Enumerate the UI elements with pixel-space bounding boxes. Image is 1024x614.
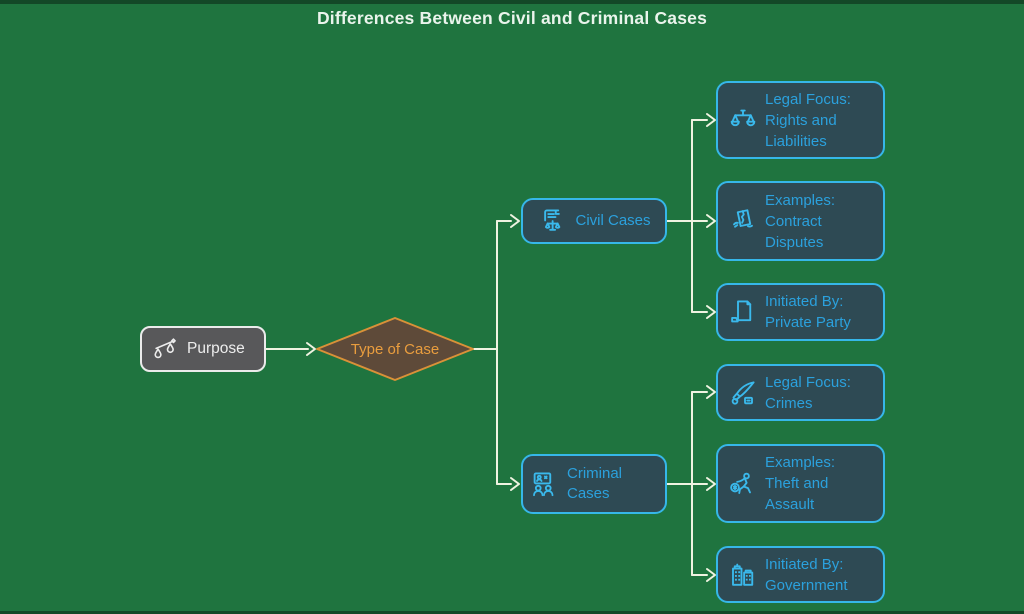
arrowhead-into-leaf-5: [706, 477, 716, 491]
branch-node-civil-cases: Civil Cases: [521, 198, 667, 244]
decision-node-type-of-case: Type of Case: [350, 340, 440, 358]
arrowhead-into-leaf-3: [706, 305, 716, 319]
branch-node-label: Criminal Cases: [567, 465, 623, 502]
arrowhead-into-decision: [306, 342, 316, 356]
tilted-scales-icon: [152, 336, 178, 362]
branch-node-criminal-cases: Criminal Cases: [521, 454, 667, 514]
leaf-node-legal-focus-rights: Legal Focus: Rights and Liabilities: [716, 81, 885, 159]
edge-civil-fanout: [666, 119, 708, 313]
leaf-node-initiated-private-party: Initiated By: Private Party: [716, 283, 885, 341]
leaf-node-label: Legal Focus: Rights and Liabilities: [765, 90, 851, 150]
balance-scale-icon: [728, 105, 758, 135]
document-icon: [728, 297, 758, 327]
decision-diamond: [316, 317, 474, 381]
edge-criminal-fanout: [666, 391, 708, 576]
leaf-node-legal-focus-crimes: Legal Focus: Crimes: [716, 364, 885, 421]
leaf-node-examples-contract: Examples: Contract Disputes: [716, 181, 885, 261]
leaf-node-label: Initiated By: Government: [765, 555, 848, 594]
bottom-edge-shadow: [0, 611, 1024, 614]
leaf-node-label: Examples: Theft and Assault: [765, 454, 836, 513]
legal-document-icon: [537, 206, 567, 236]
arrowhead-into-leaf-2: [706, 214, 716, 228]
arrowhead-into-criminal: [510, 477, 520, 491]
edge-decision-trunk: [472, 220, 498, 485]
suspects-icon: [529, 469, 559, 499]
arrowhead-into-leaf-4: [706, 385, 716, 399]
thief-icon: [728, 469, 758, 499]
branch-node-label: Civil Cases: [575, 212, 651, 229]
arrowhead-into-leaf-1: [706, 113, 716, 127]
start-node-purpose: Purpose: [140, 326, 266, 372]
leaf-node-label: Legal Focus: Crimes: [765, 373, 851, 412]
leaf-node-label: Initiated By: Private Party: [765, 293, 851, 331]
top-edge-shadow: [0, 0, 1024, 4]
leaf-node-examples-theft: Examples: Theft and Assault: [716, 444, 885, 523]
leaf-node-initiated-government: Initiated By: Government: [716, 546, 885, 603]
start-node-label: Purpose: [187, 340, 245, 357]
torn-contract-icon: [728, 206, 758, 236]
diagram-title: Differences Between Civil and Criminal C…: [316, 8, 708, 28]
arrowhead-into-civil: [510, 214, 520, 228]
knife-icon: [728, 378, 758, 408]
leaf-node-label: Examples: Contract Disputes: [765, 191, 836, 251]
arrowhead-into-leaf-6: [706, 568, 716, 582]
government-building-icon: [728, 560, 758, 590]
